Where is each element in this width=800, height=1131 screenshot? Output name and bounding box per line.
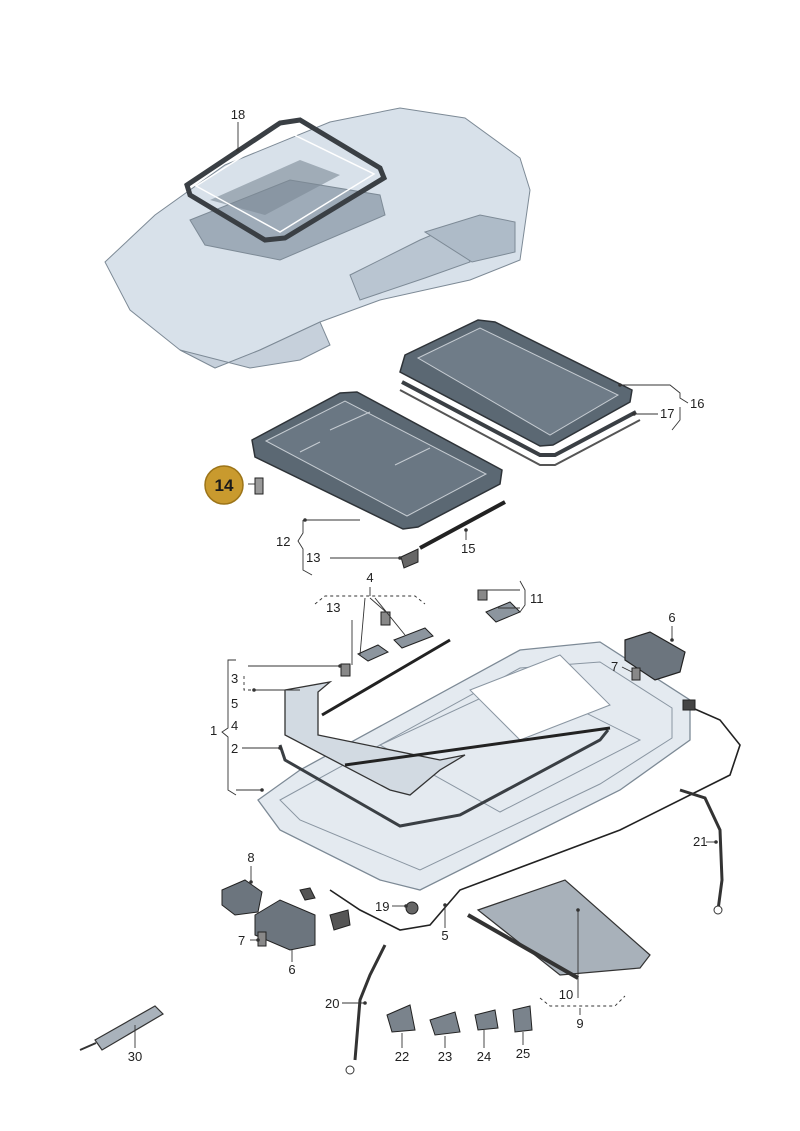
label-13-upper[interactable]: 13 <box>306 550 320 565</box>
front-glass-panel-group <box>251 391 506 569</box>
label-23[interactable]: 23 <box>438 1049 452 1064</box>
label-20[interactable]: 20 <box>325 996 339 1011</box>
sunroof-frame <box>257 638 691 891</box>
clips-group <box>386 1004 533 1036</box>
label-7-lower[interactable]: 7 <box>238 933 245 948</box>
label-4-upper[interactable]: 4 <box>366 570 373 585</box>
label-10[interactable]: 10 <box>559 987 573 1002</box>
label-21[interactable]: 21 <box>693 834 707 849</box>
cable-5 <box>329 705 741 931</box>
motor-lower <box>221 879 351 951</box>
label-30[interactable]: 30 <box>128 1049 142 1064</box>
leader-lines <box>134 122 718 1048</box>
roof-opening-seal <box>184 117 388 243</box>
sealant-tube <box>79 1005 164 1051</box>
label-4-lower[interactable]: 4 <box>231 718 238 733</box>
label-12[interactable]: 12 <box>276 534 290 549</box>
label-13-lower[interactable]: 13 <box>326 600 340 615</box>
label-25[interactable]: 25 <box>516 1046 530 1061</box>
part-labels: 18 16 17 14 12 13 15 4 13 11 6 7 3 5 4 1… <box>128 107 708 1064</box>
label-5-lower[interactable]: 5 <box>441 928 448 943</box>
label-6-lower[interactable]: 6 <box>288 962 295 977</box>
car-roof-illustration <box>104 107 531 369</box>
highlight-badge-14[interactable] <box>204 465 244 505</box>
label-8[interactable]: 8 <box>247 850 254 865</box>
label-16[interactable]: 16 <box>690 396 704 411</box>
label-3[interactable]: 3 <box>231 671 238 686</box>
motor-upper <box>624 631 686 681</box>
rear-glass-panel-group <box>399 319 641 466</box>
label-17[interactable]: 17 <box>660 406 674 421</box>
label-22[interactable]: 22 <box>395 1049 409 1064</box>
label-15[interactable]: 15 <box>461 541 475 556</box>
label-6-upper[interactable]: 6 <box>668 610 675 625</box>
label-18[interactable]: 18 <box>231 107 245 122</box>
label-1[interactable]: 1 <box>210 723 217 738</box>
hardware-group-4 <box>340 611 434 677</box>
sunblind-assembly <box>467 879 651 980</box>
drain-hose-21 <box>679 788 724 911</box>
label-24[interactable]: 24 <box>477 1049 491 1064</box>
hardware-group-11 <box>477 589 521 623</box>
drain-hose-20 <box>353 944 387 1061</box>
label-7-upper[interactable]: 7 <box>611 659 618 674</box>
label-5-upper[interactable]: 5 <box>231 696 238 711</box>
label-11[interactable]: 11 <box>530 591 544 606</box>
label-14[interactable]: 14 <box>215 476 234 495</box>
label-19[interactable]: 19 <box>375 899 389 914</box>
label-2[interactable]: 2 <box>231 741 238 756</box>
label-9[interactable]: 9 <box>576 1016 583 1031</box>
